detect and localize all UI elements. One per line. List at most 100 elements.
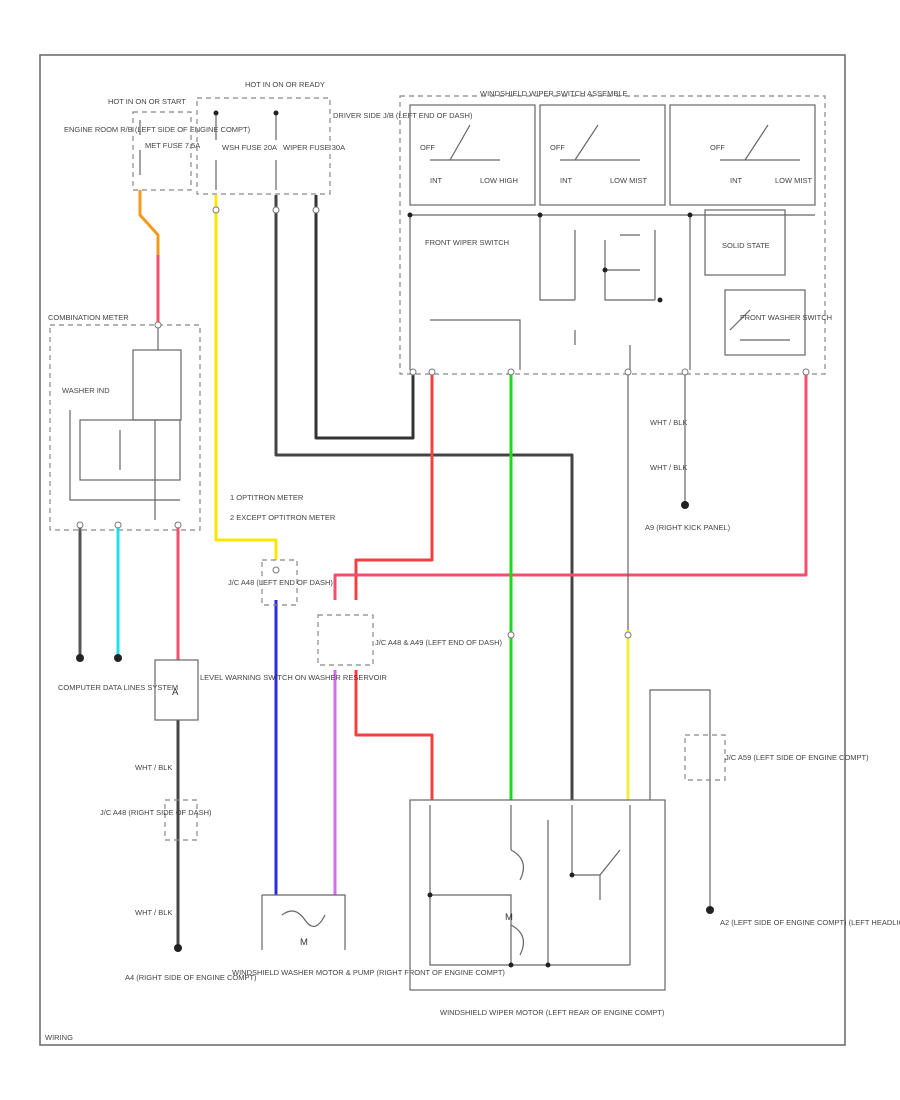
conn-wiper-2 [312, 206, 320, 214]
combination-meter-label: COMBINATION METER [48, 313, 129, 322]
conn-sw-6 [802, 368, 810, 376]
switch-2-int: INT [560, 176, 573, 185]
footnote-2: 2 EXCEPT OPTITRON METER [230, 513, 336, 522]
ground-a4-label: A4 (RIGHT SIDE OF ENGINE COMPT) [125, 973, 257, 982]
met-fuse-label: MET FUSE 7.5A [145, 141, 200, 150]
node-wsh-top [213, 110, 219, 116]
wiper-motor-node-4 [569, 872, 575, 878]
switch-2-contacts [560, 124, 640, 161]
ground-a2-node [706, 906, 714, 914]
switch-internal-wiring [430, 215, 691, 370]
ground-a4-node [174, 944, 182, 952]
solid-state-box [704, 209, 786, 276]
wiper-motor-coil [510, 849, 525, 956]
wire-red-upper [354, 372, 434, 600]
level-switch-box [154, 659, 199, 721]
node-switch-5 [657, 297, 663, 303]
front-washer-switch-box [724, 289, 806, 356]
ground-a9-label: A9 (RIGHT KICK PANEL) [645, 523, 731, 532]
jc-right-dash-box [164, 799, 198, 841]
washer-motor-outline [261, 894, 346, 950]
switch-2-lohi: LOW MIST [610, 176, 648, 185]
wiper-switch-assembly: WINDSHIELD WIPER SWITCH ASSEMBLE OFF INT… [399, 89, 832, 375]
conn-sw-4 [624, 368, 632, 376]
conn-wsh [212, 206, 220, 214]
ground-a9-node [681, 501, 689, 509]
engine-room-rb-label: ENGINE ROOM R/B (LEFT SIDE OF ENGINE COM… [64, 125, 251, 134]
wiper-motor-node-3 [545, 962, 551, 968]
ground-rk-label: WHT / BLK [650, 418, 687, 427]
met-fuse-block: HOT IN ON OR START ENGINE ROOM R/B (LEFT… [64, 97, 251, 191]
washer-ind-box [132, 349, 182, 421]
wht-blk-b-label: WHT / BLK [135, 908, 172, 917]
washer-motor: M WINDSHIELD WASHER MOTOR & PUMP (RIGHT … [232, 894, 505, 977]
driver-jb-box [196, 97, 331, 195]
page-code: WIRING [45, 1033, 73, 1042]
wire-engine-jc [649, 689, 711, 910]
level-switch-a: A [172, 687, 179, 698]
front-wiper-switch-label: FRONT WIPER SWITCH [425, 238, 509, 247]
switch-internal-bus [409, 214, 815, 370]
wire-orange [138, 190, 160, 255]
conn-wiper [272, 206, 280, 214]
connector-markers [76, 206, 810, 639]
jc-a48-a49: J/C A48 & A49 (LEFT END OF DASH) [317, 614, 502, 666]
node-wiper-top [273, 110, 279, 116]
switch-section-1 [409, 104, 536, 206]
washer-motor-m: M [300, 937, 308, 948]
comm-node-1 [76, 654, 84, 662]
wht-blk-a-label: WHT / BLK [135, 763, 172, 772]
washer-ind-label: WASHER IND [62, 386, 110, 395]
wiper-motor: M WINDSHIELD WIPER MOTOR (LEFT REAR OF E… [409, 799, 666, 1017]
wiper-motor-m: M [505, 912, 513, 923]
wiper-motor-internal [429, 805, 631, 966]
jc-left-dash: J/C A48 (LEFT END OF DASH) [228, 559, 333, 606]
level-switch-label: LEVEL WARNING SWITCH ON WASHER RESERVOIR [200, 673, 388, 682]
conn-meter-3 [174, 521, 182, 529]
meter-internal-lines [69, 410, 180, 520]
switch-section-3 [669, 104, 816, 206]
node-switch-1 [407, 212, 413, 218]
combination-meter: COMBINATION METER WASHER IND [48, 313, 201, 531]
switch-1-int: INT [430, 176, 443, 185]
conn-green-mid [507, 631, 515, 639]
front-washer-switch-contacts [729, 309, 790, 341]
jc-right-dash-label: J/C A48 (RIGHT SIDE OF DASH) [100, 808, 212, 817]
solid-state-label: SOLID STATE [722, 241, 770, 250]
switch-3-off: OFF [710, 143, 725, 152]
switch-3-int: INT [730, 176, 743, 185]
conn-sw-3 [507, 368, 515, 376]
comm-node-2 [114, 654, 122, 662]
switch-3-contacts [720, 124, 800, 161]
wire-pink-washer [333, 372, 808, 600]
switch-1-off: OFF [420, 143, 435, 152]
switch-assembly-label: WINDSHIELD WIPER SWITCH ASSEMBLE [480, 89, 628, 98]
wiper-motor-node-1 [427, 892, 433, 898]
switch-2-off: OFF [550, 143, 565, 152]
node-switch-2 [537, 212, 543, 218]
hot-in-on-mid-label: HOT IN ON OR READY [245, 80, 325, 89]
meter-internal-box [79, 419, 181, 481]
footnote-1: 1 OPTITRON METER [230, 493, 304, 502]
wire-black-switch [314, 195, 415, 440]
switch-3-lohi: LOW MIST [775, 176, 813, 185]
wiper-motor-label: WINDSHIELD WIPER MOTOR (LEFT REAR OF ENG… [440, 1008, 665, 1017]
node-switch-4 [602, 267, 608, 273]
conn-meter-2 [114, 521, 122, 529]
comm-system-label: COMPUTER DATA LINES SYSTEM [58, 683, 178, 692]
driver-jb-label: DRIVER SIDE J/B (LEFT END OF DASH) [333, 111, 473, 120]
jc-left-dash-label: J/C A48 (LEFT END OF DASH) [228, 578, 333, 587]
switch-section-2 [539, 104, 666, 206]
combination-meter-box [49, 324, 201, 531]
jc-left-dash-box [261, 559, 298, 606]
diagram-frame [39, 54, 846, 1046]
node-switch-3 [687, 212, 693, 218]
wiper-motor-node-2 [508, 962, 514, 968]
wsh-fuse-label: WSH FUSE 20A [222, 143, 277, 152]
jc-left-dash-pin [272, 566, 280, 574]
wiper-fuse-label: WIPER FUSE 30A [283, 143, 345, 152]
conn-sw-5 [681, 368, 689, 376]
conn-meter-top [154, 321, 162, 329]
washer-motor-coil [281, 910, 326, 927]
